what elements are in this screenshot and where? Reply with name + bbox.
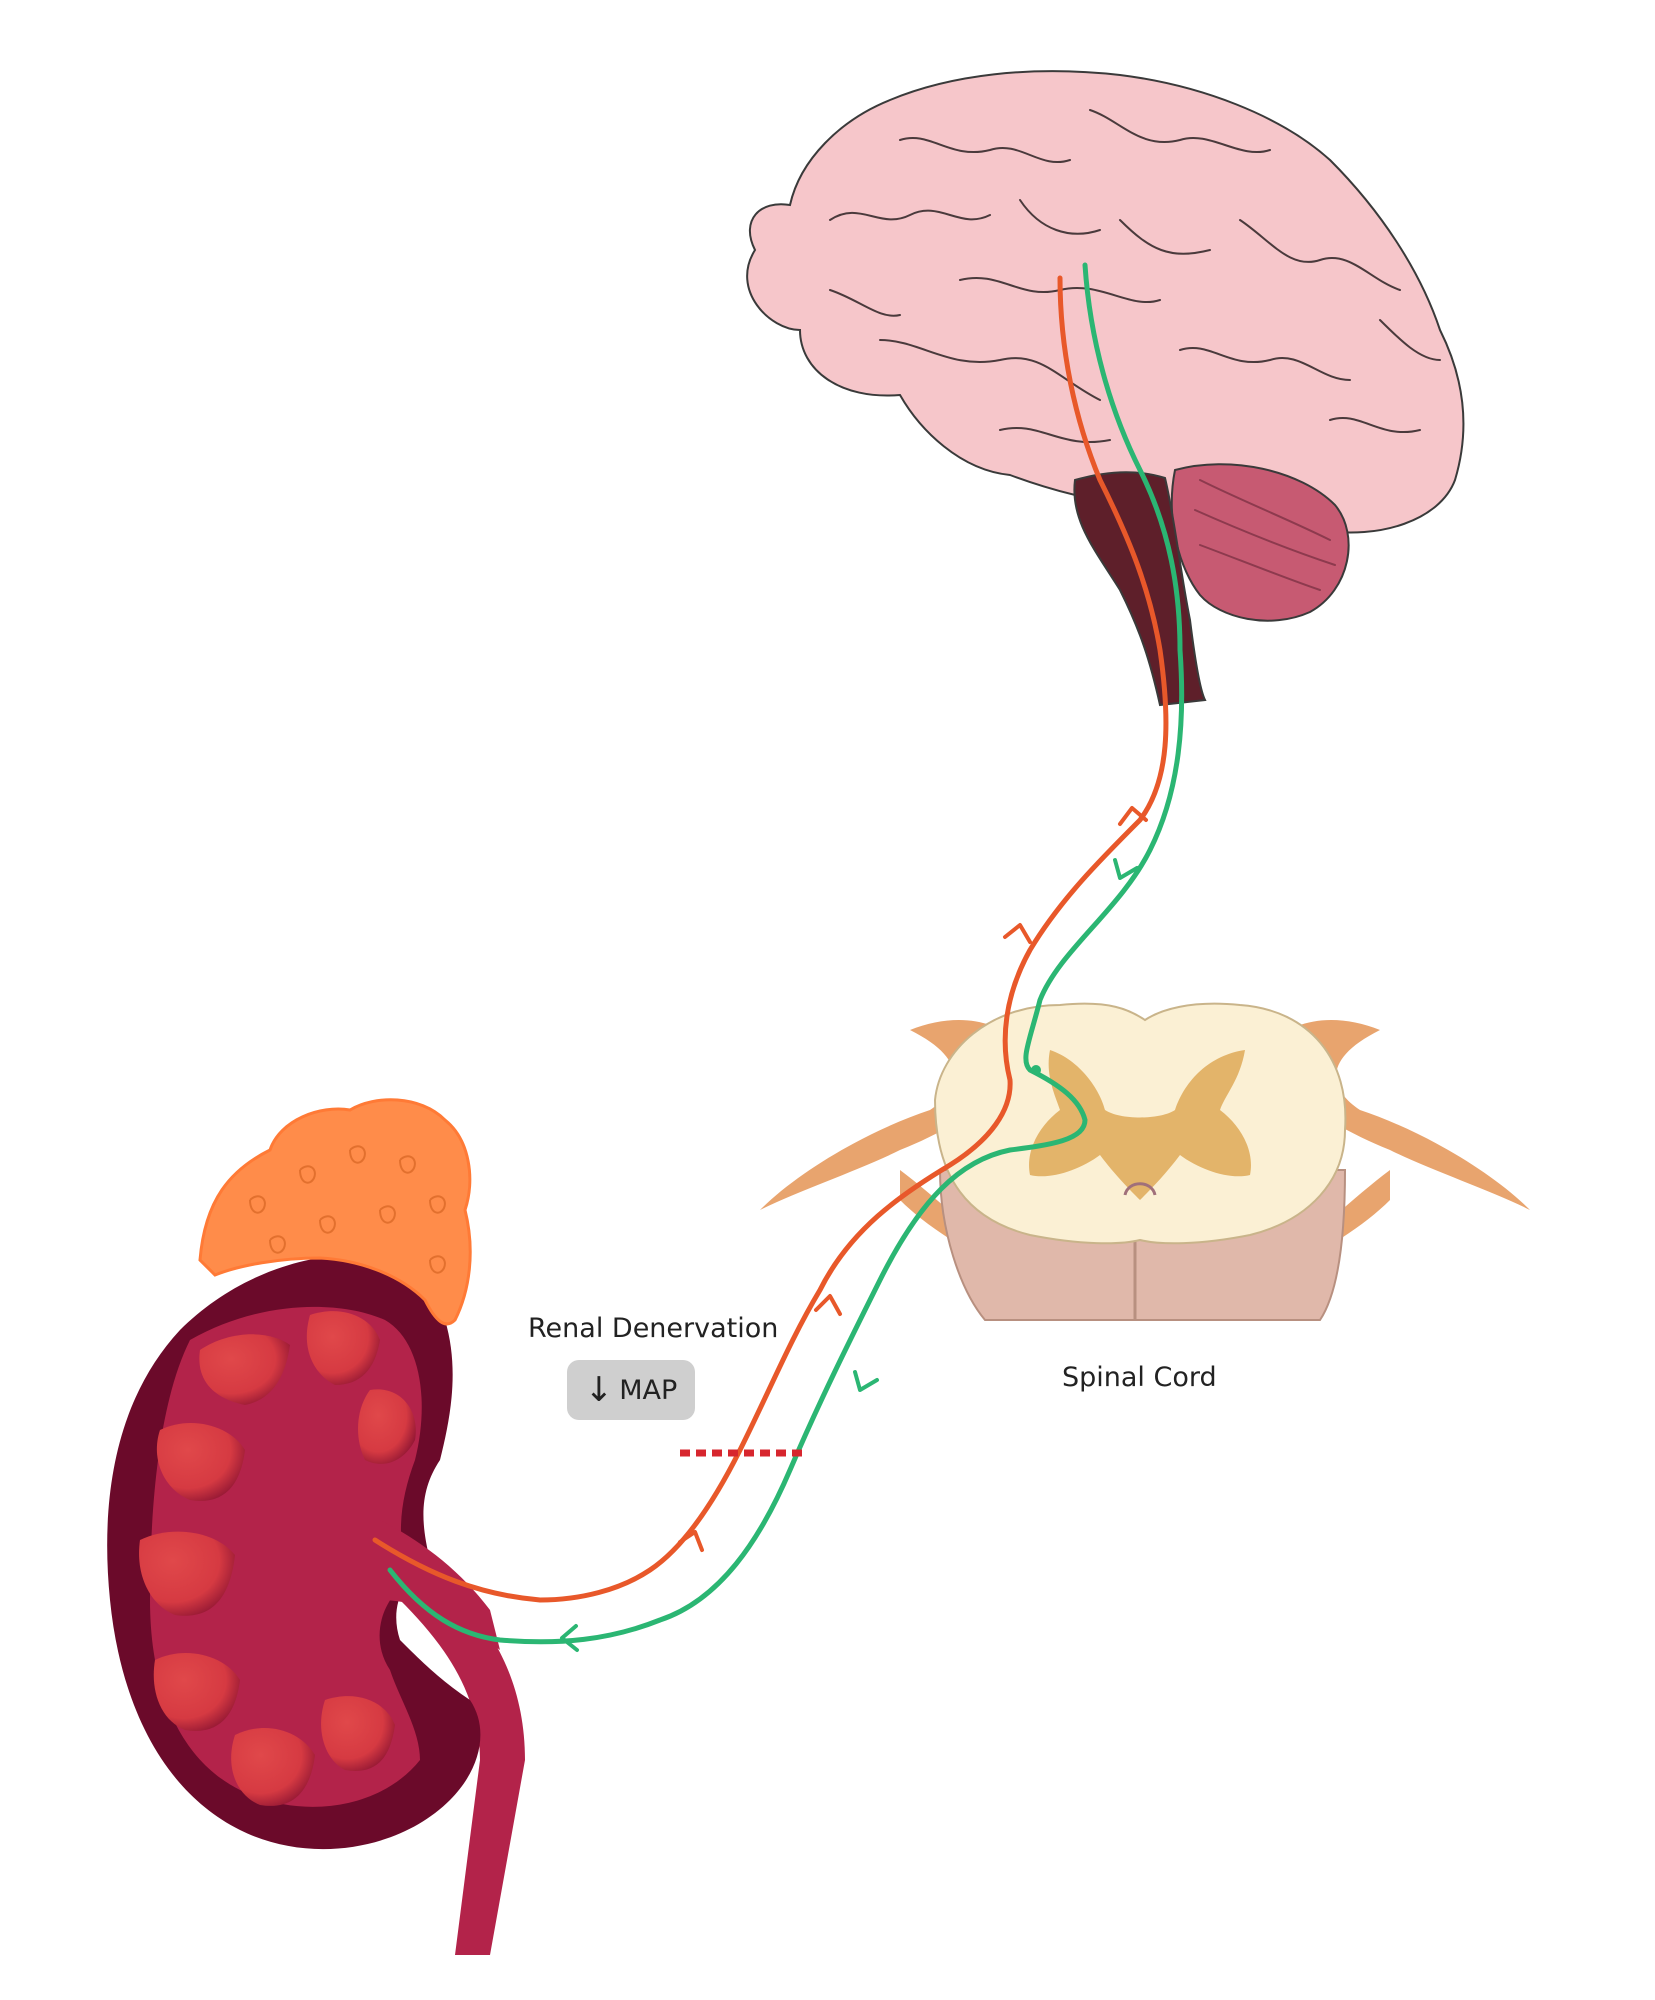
brain [746, 70, 1465, 707]
map-badge: ↓ MAP [567, 1360, 695, 1420]
ureter [400, 1580, 525, 1955]
spinal-cord-label: Spinal Cord [1062, 1362, 1217, 1393]
spinal-cord-cross-section [760, 1002, 1530, 1321]
efferent-arrowheads [560, 858, 1139, 1652]
cerebrum [746, 70, 1465, 534]
spinal-grey-matter [1029, 1050, 1251, 1200]
afferent-arrowheads [678, 806, 1148, 1552]
afferent-nerve-pathway [372, 275, 1169, 1603]
efferent-nerve-pathway [387, 262, 1185, 1645]
renal-denervation-label: Renal Denervation [528, 1313, 779, 1344]
map-label: MAP [619, 1374, 678, 1406]
kidney [107, 1098, 525, 1955]
cerebellum [1170, 463, 1350, 622]
synapse-dot [1031, 1065, 1041, 1075]
adrenal-gland [198, 1098, 472, 1326]
renal-pelvis-extension [380, 1520, 500, 1650]
renal-pyramids [139, 1311, 416, 1806]
down-arrow-icon: ↓ [584, 1370, 614, 1410]
brainstem [1073, 471, 1207, 707]
